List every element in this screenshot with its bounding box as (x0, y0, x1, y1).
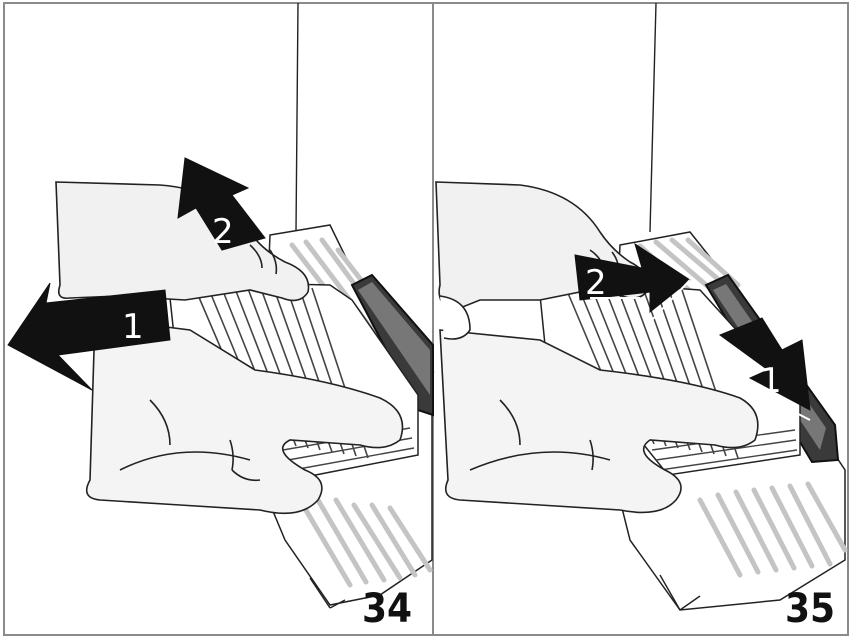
figure-number: 35 (785, 586, 835, 632)
wall-line (650, 3, 656, 232)
step-2-label: 2 (585, 263, 607, 303)
panel-34: 1 2 34 (8, 3, 433, 632)
step-1-label: 1 (122, 307, 144, 347)
wall-line (296, 3, 298, 232)
step-1-label: 1 (760, 361, 782, 401)
figure-number: 34 (362, 586, 412, 632)
panel-35: 2 1 35 (436, 3, 845, 632)
step-2-label: 2 (212, 212, 234, 252)
